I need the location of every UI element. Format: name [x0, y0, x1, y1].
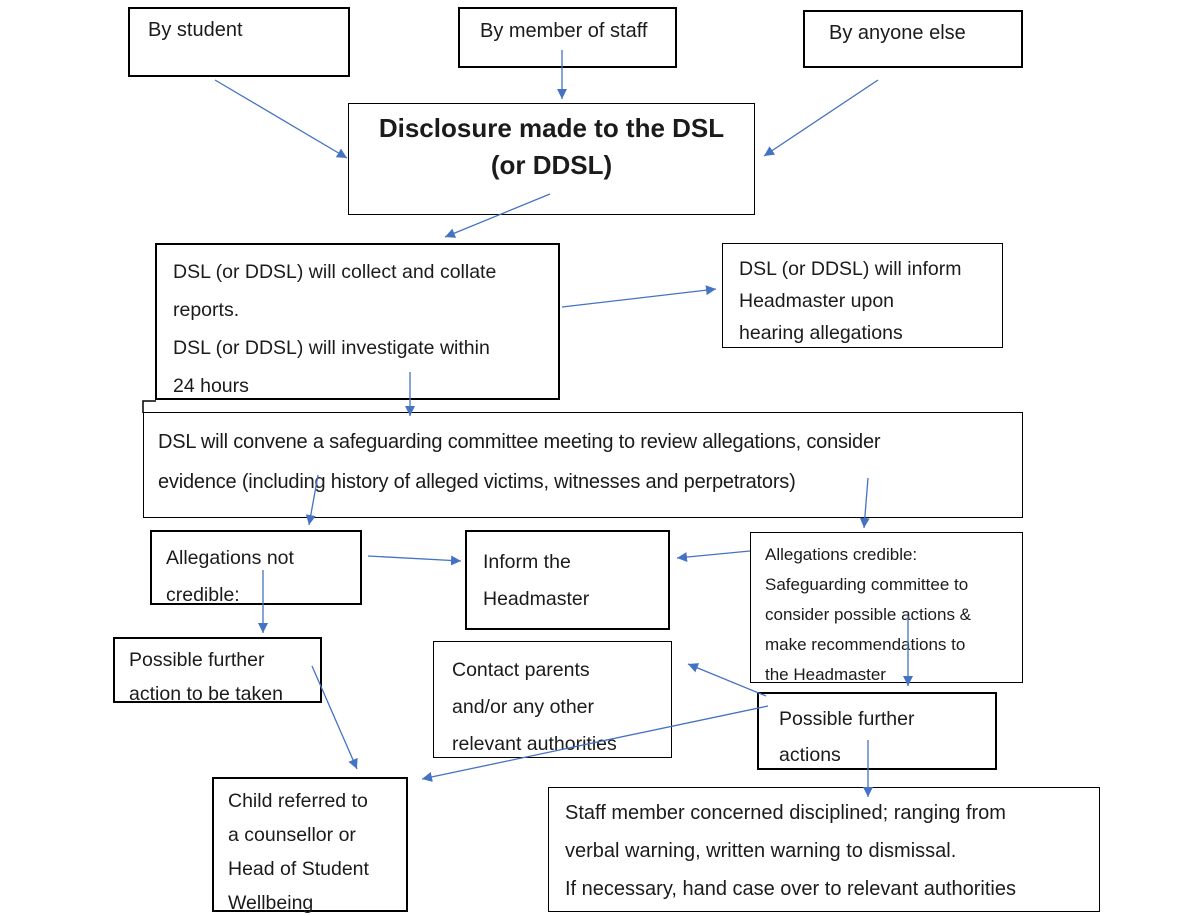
node-child-referred: Child referred to a counsellor or Head o… [212, 777, 408, 914]
node-by-member-of-staff: By member of staff [458, 7, 677, 68]
node-dsl-collect-investigate: DSL (or DDSL) will collect and collate r… [155, 243, 560, 400]
node-possible-further-actions: Possible further actions [757, 692, 997, 770]
arrow-credible-to-inform [676, 550, 751, 563]
node-allegations-credible: Allegations credible: Safeguarding commi… [750, 532, 1023, 684]
node-possible-further-action: Possible further action to be taken [113, 637, 322, 705]
node-dsl-inform-headmaster: DSL (or DDSL) will inform Headmaster upo… [722, 243, 1003, 348]
node-allegations-not-credible: Allegations not credible: [150, 530, 362, 606]
arrow-collect-to-inform-headmaster [561, 285, 717, 308]
arrow-not-credible-to-inform [367, 555, 462, 566]
node-contact-parents: Contact parents and/or any other relevan… [433, 641, 672, 758]
node-disclosure-to-dsl: Disclosure made to the DSL (or DDSL) [348, 103, 755, 215]
node-by-anyone-else: By anyone else [803, 10, 1023, 68]
arrow-by-student-to-disclosure [214, 79, 348, 159]
node-inform-the-headmaster: Inform the Headmaster [465, 530, 670, 630]
node-convene-committee: DSL will convene a safeguarding committe… [143, 412, 1023, 518]
arrow-by-anyone-to-disclosure [763, 79, 879, 157]
node-by-student: By student [128, 7, 350, 77]
node-staff-disciplined: Staff member concerned disciplined; rang… [548, 787, 1100, 912]
